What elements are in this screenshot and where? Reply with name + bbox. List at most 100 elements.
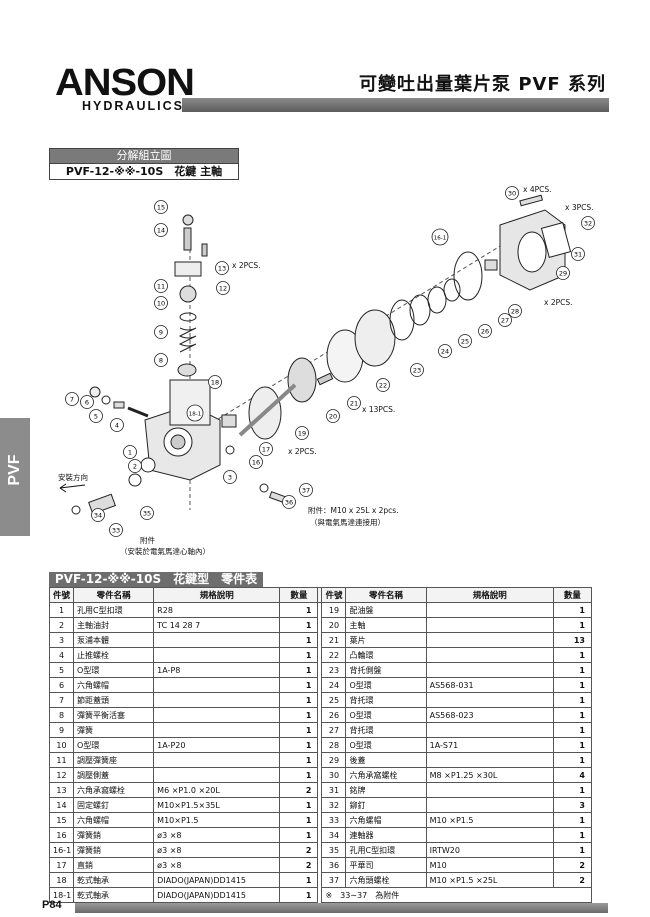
callout-32: 32 bbox=[581, 216, 595, 230]
part-name: 配油盤 bbox=[345, 602, 427, 618]
part-qty: 1 bbox=[552, 692, 593, 708]
part-qty: 1 bbox=[279, 737, 319, 753]
part-spec bbox=[153, 647, 281, 663]
section-title: 分解組立圖 bbox=[50, 149, 238, 164]
part-no: 33 bbox=[321, 812, 347, 828]
note-17-qty: x 2PCS. bbox=[288, 447, 317, 456]
part-no: 14 bbox=[48, 797, 75, 813]
part-name: 平華司 bbox=[345, 857, 427, 873]
part-name: 主軸 bbox=[345, 617, 427, 633]
side-tab bbox=[0, 418, 30, 536]
part-spec: 1A-P20 bbox=[153, 737, 281, 753]
callout-16: 16 bbox=[249, 455, 263, 469]
part-qty: 2 bbox=[279, 857, 319, 873]
callout-3: 3 bbox=[223, 470, 237, 484]
diagram-notes: x 4PCS. x 3PCS. x 2PCS. x 2PCS. x 13PCS.… bbox=[58, 185, 594, 556]
part-name: 背托環 bbox=[345, 692, 427, 708]
col-name: 零件名稱 bbox=[73, 587, 155, 603]
part-name: 六角頭螺栓 bbox=[345, 872, 427, 888]
part-qty: 1 bbox=[279, 677, 319, 693]
part-qty: 2 bbox=[552, 872, 593, 888]
part-qty: 1 bbox=[279, 617, 319, 633]
note-accessory-key: 附件 bbox=[140, 535, 155, 545]
col-no: 件號 bbox=[321, 587, 347, 603]
callout-label: 24 bbox=[441, 348, 449, 356]
callout-label: 11 bbox=[157, 283, 165, 291]
part-name: 主軸油封 bbox=[73, 617, 155, 633]
callout-34: 34 bbox=[91, 508, 105, 522]
title-divider-bar bbox=[182, 98, 609, 112]
part-no: 30 bbox=[321, 767, 347, 783]
col-spec: 規格說明 bbox=[425, 587, 554, 603]
part-no: 4 bbox=[48, 647, 75, 663]
part-name: 背托側盤 bbox=[345, 662, 427, 678]
callout-label: 20 bbox=[329, 413, 337, 421]
part-spec: ø3 ×8 bbox=[153, 842, 281, 858]
part-name: 葉片 bbox=[345, 632, 427, 648]
part-spec: M10 ×P1.5 ×25L bbox=[425, 872, 554, 888]
callout-10: 10 bbox=[154, 296, 168, 310]
part-name: 六角螺帽 bbox=[73, 812, 155, 828]
part-spec: M10 ×P1.5 bbox=[425, 812, 554, 828]
part-no: 26 bbox=[321, 707, 347, 723]
callout-label: 21 bbox=[350, 400, 358, 408]
col-qty: 數量 bbox=[279, 587, 319, 603]
note-16-qty: x 2PCS. bbox=[544, 298, 573, 307]
part-qty: 1 bbox=[279, 692, 319, 708]
callout-18: 18 bbox=[208, 375, 222, 389]
part-name: 節距蓋頭 bbox=[73, 692, 155, 708]
callout-36: 36 bbox=[282, 495, 296, 509]
part-no: 32 bbox=[321, 797, 347, 813]
part-qty: 1 bbox=[552, 827, 593, 843]
part-no: 9 bbox=[48, 722, 75, 738]
callout-label: 1 bbox=[128, 449, 132, 457]
part-no: 28 bbox=[321, 737, 347, 753]
parts-table-title: PVF-12-※※-10S 花鍵型 零件表 bbox=[49, 572, 263, 587]
callout-13: 13 bbox=[215, 261, 229, 275]
callout-25: 25 bbox=[458, 334, 472, 348]
part-spec: M6 ×P1.0 ×20L bbox=[153, 782, 281, 798]
page-number: P84 bbox=[42, 899, 62, 911]
part-name: 彈簧銷 bbox=[73, 827, 155, 843]
callout-label: 6 bbox=[85, 399, 89, 407]
part-name: 鉚釘 bbox=[345, 797, 427, 813]
part-qty: 1 bbox=[279, 752, 319, 768]
callout-label: 12 bbox=[219, 285, 227, 293]
part-qty: 2 bbox=[279, 782, 319, 798]
col-spec: 規格說明 bbox=[153, 587, 281, 603]
part-name: 調壓彈簧座 bbox=[73, 752, 155, 768]
callout-label: 36 bbox=[285, 499, 293, 507]
part-no: 1 bbox=[48, 602, 75, 618]
part-spec: 1A-P8 bbox=[153, 662, 281, 678]
callout-24: 24 bbox=[438, 344, 452, 358]
callout-11: 11 bbox=[154, 279, 168, 293]
part-name: 六角承窩螺栓 bbox=[345, 767, 427, 783]
callout-label: 3 bbox=[228, 474, 232, 482]
part-no: 17 bbox=[48, 857, 75, 873]
part-no: 22 bbox=[321, 647, 347, 663]
part-name: 彈簧平衡活塞 bbox=[73, 707, 155, 723]
callout-14: 14 bbox=[154, 223, 168, 237]
callout-5: 5 bbox=[89, 409, 103, 423]
logo-main-text: ANSON bbox=[55, 62, 195, 104]
part-name: 調壓側蓋 bbox=[73, 767, 155, 783]
callout-label: 18-1 bbox=[189, 412, 201, 418]
part-qty: 1 bbox=[552, 737, 593, 753]
callout-label: 26 bbox=[481, 328, 489, 336]
callout-28: 28 bbox=[508, 304, 522, 318]
callout-label: 5 bbox=[94, 413, 98, 421]
callout-26: 26 bbox=[478, 324, 492, 338]
part-qty: 1 bbox=[552, 752, 593, 768]
note-accessory-bolt: 附件：M10 x 25L x 2pcs. bbox=[308, 505, 399, 515]
part-qty: 1 bbox=[552, 662, 593, 678]
part-qty: 2 bbox=[279, 842, 319, 858]
callout-label: 33 bbox=[112, 527, 120, 535]
part-no: 7 bbox=[48, 692, 75, 708]
part-qty: 1 bbox=[279, 767, 319, 783]
part-spec bbox=[425, 632, 554, 648]
